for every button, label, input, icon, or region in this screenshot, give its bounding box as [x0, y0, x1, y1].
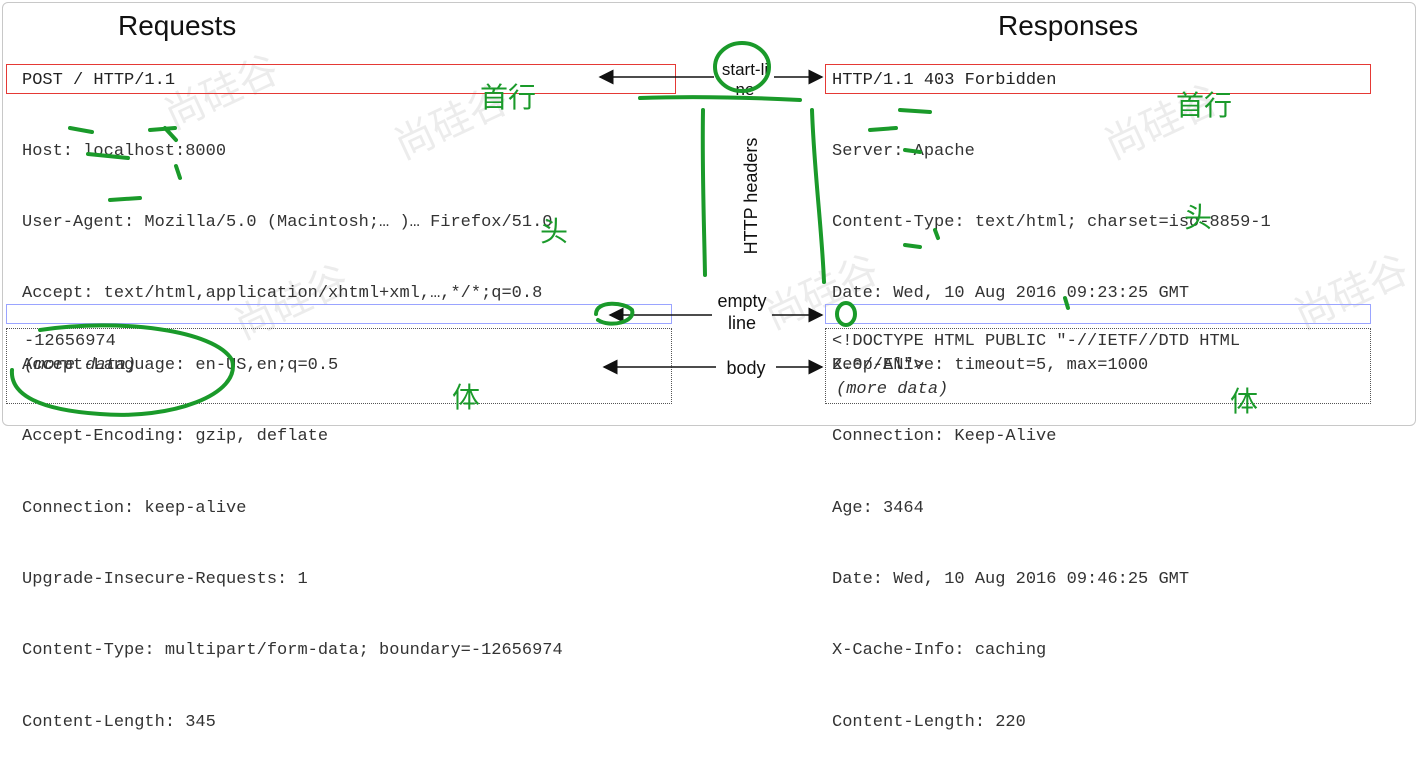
annotation-head-right: 头	[1184, 201, 1213, 234]
annotation-first-line-right: 首行	[1176, 89, 1233, 122]
response-body-more: (more data)	[836, 380, 949, 399]
response-start-line: HTTP/1.1 403 Forbidden	[832, 71, 1057, 90]
request-body-box	[6, 328, 672, 404]
response-body-line: <!DOCTYPE HTML PUBLIC "-//IETF//DTD HTML	[832, 332, 1241, 351]
response-body-box	[825, 328, 1371, 404]
response-body-line: 2.0//EN">	[832, 356, 924, 375]
request-header-line: Content-Type: multipart/form-data; bound…	[22, 641, 563, 661]
request-empty-line-box	[6, 304, 672, 324]
response-header-line: Keep-Alive: timeout=5, max=1000	[832, 355, 1149, 375]
annotation-body-left: 体	[452, 381, 481, 414]
request-body-line: -12656974	[24, 332, 116, 351]
request-header-line: User-Agent: Mozilla/5.0 (Macintosh;… )… …	[22, 212, 553, 232]
request-header-line: Connection: keep-alive	[22, 498, 247, 518]
body-label: body	[726, 358, 766, 378]
response-header-line: Age: 3464	[832, 498, 924, 518]
diagram-frame	[2, 2, 1416, 426]
request-header-line: Accept: text/html,application/xhtml+xml,…	[22, 284, 543, 304]
request-start-line: POST / HTTP/1.1	[22, 71, 176, 90]
responses-heading: Responses	[998, 10, 1139, 41]
empty-line-label: empty line	[717, 291, 767, 333]
response-header-line: Date: Wed, 10 Aug 2016 09:23:25 GMT	[832, 284, 1190, 304]
handwritten-annotation-marks	[9, 41, 1070, 417]
request-body-more: (more data)	[24, 356, 137, 375]
response-empty-line-box	[825, 304, 1371, 324]
annotation-first-line-left: 首行	[480, 81, 537, 114]
annotation-body-right: 体	[1230, 385, 1259, 418]
requests-heading: Requests	[118, 10, 237, 41]
response-header-line: Server: Apache	[832, 141, 975, 161]
arrows-overlay	[9, 41, 1070, 417]
request-header-line: Upgrade-Insecure-Requests: 1	[22, 569, 308, 589]
request-header-line: Content-Length: 345	[22, 712, 216, 732]
request-start-line-box	[6, 64, 676, 94]
annotation-head-left: 头	[540, 215, 569, 248]
response-header-line: X-Cache-Info: caching	[832, 641, 1047, 661]
response-header-line: Content-Type: text/html; charset=iso-885…	[832, 212, 1271, 232]
response-header-line: Date: Wed, 10 Aug 2016 09:46:25 GMT	[832, 569, 1190, 589]
response-header-line: Content-Length: 220	[832, 712, 1026, 732]
response-start-line-box	[825, 64, 1371, 94]
